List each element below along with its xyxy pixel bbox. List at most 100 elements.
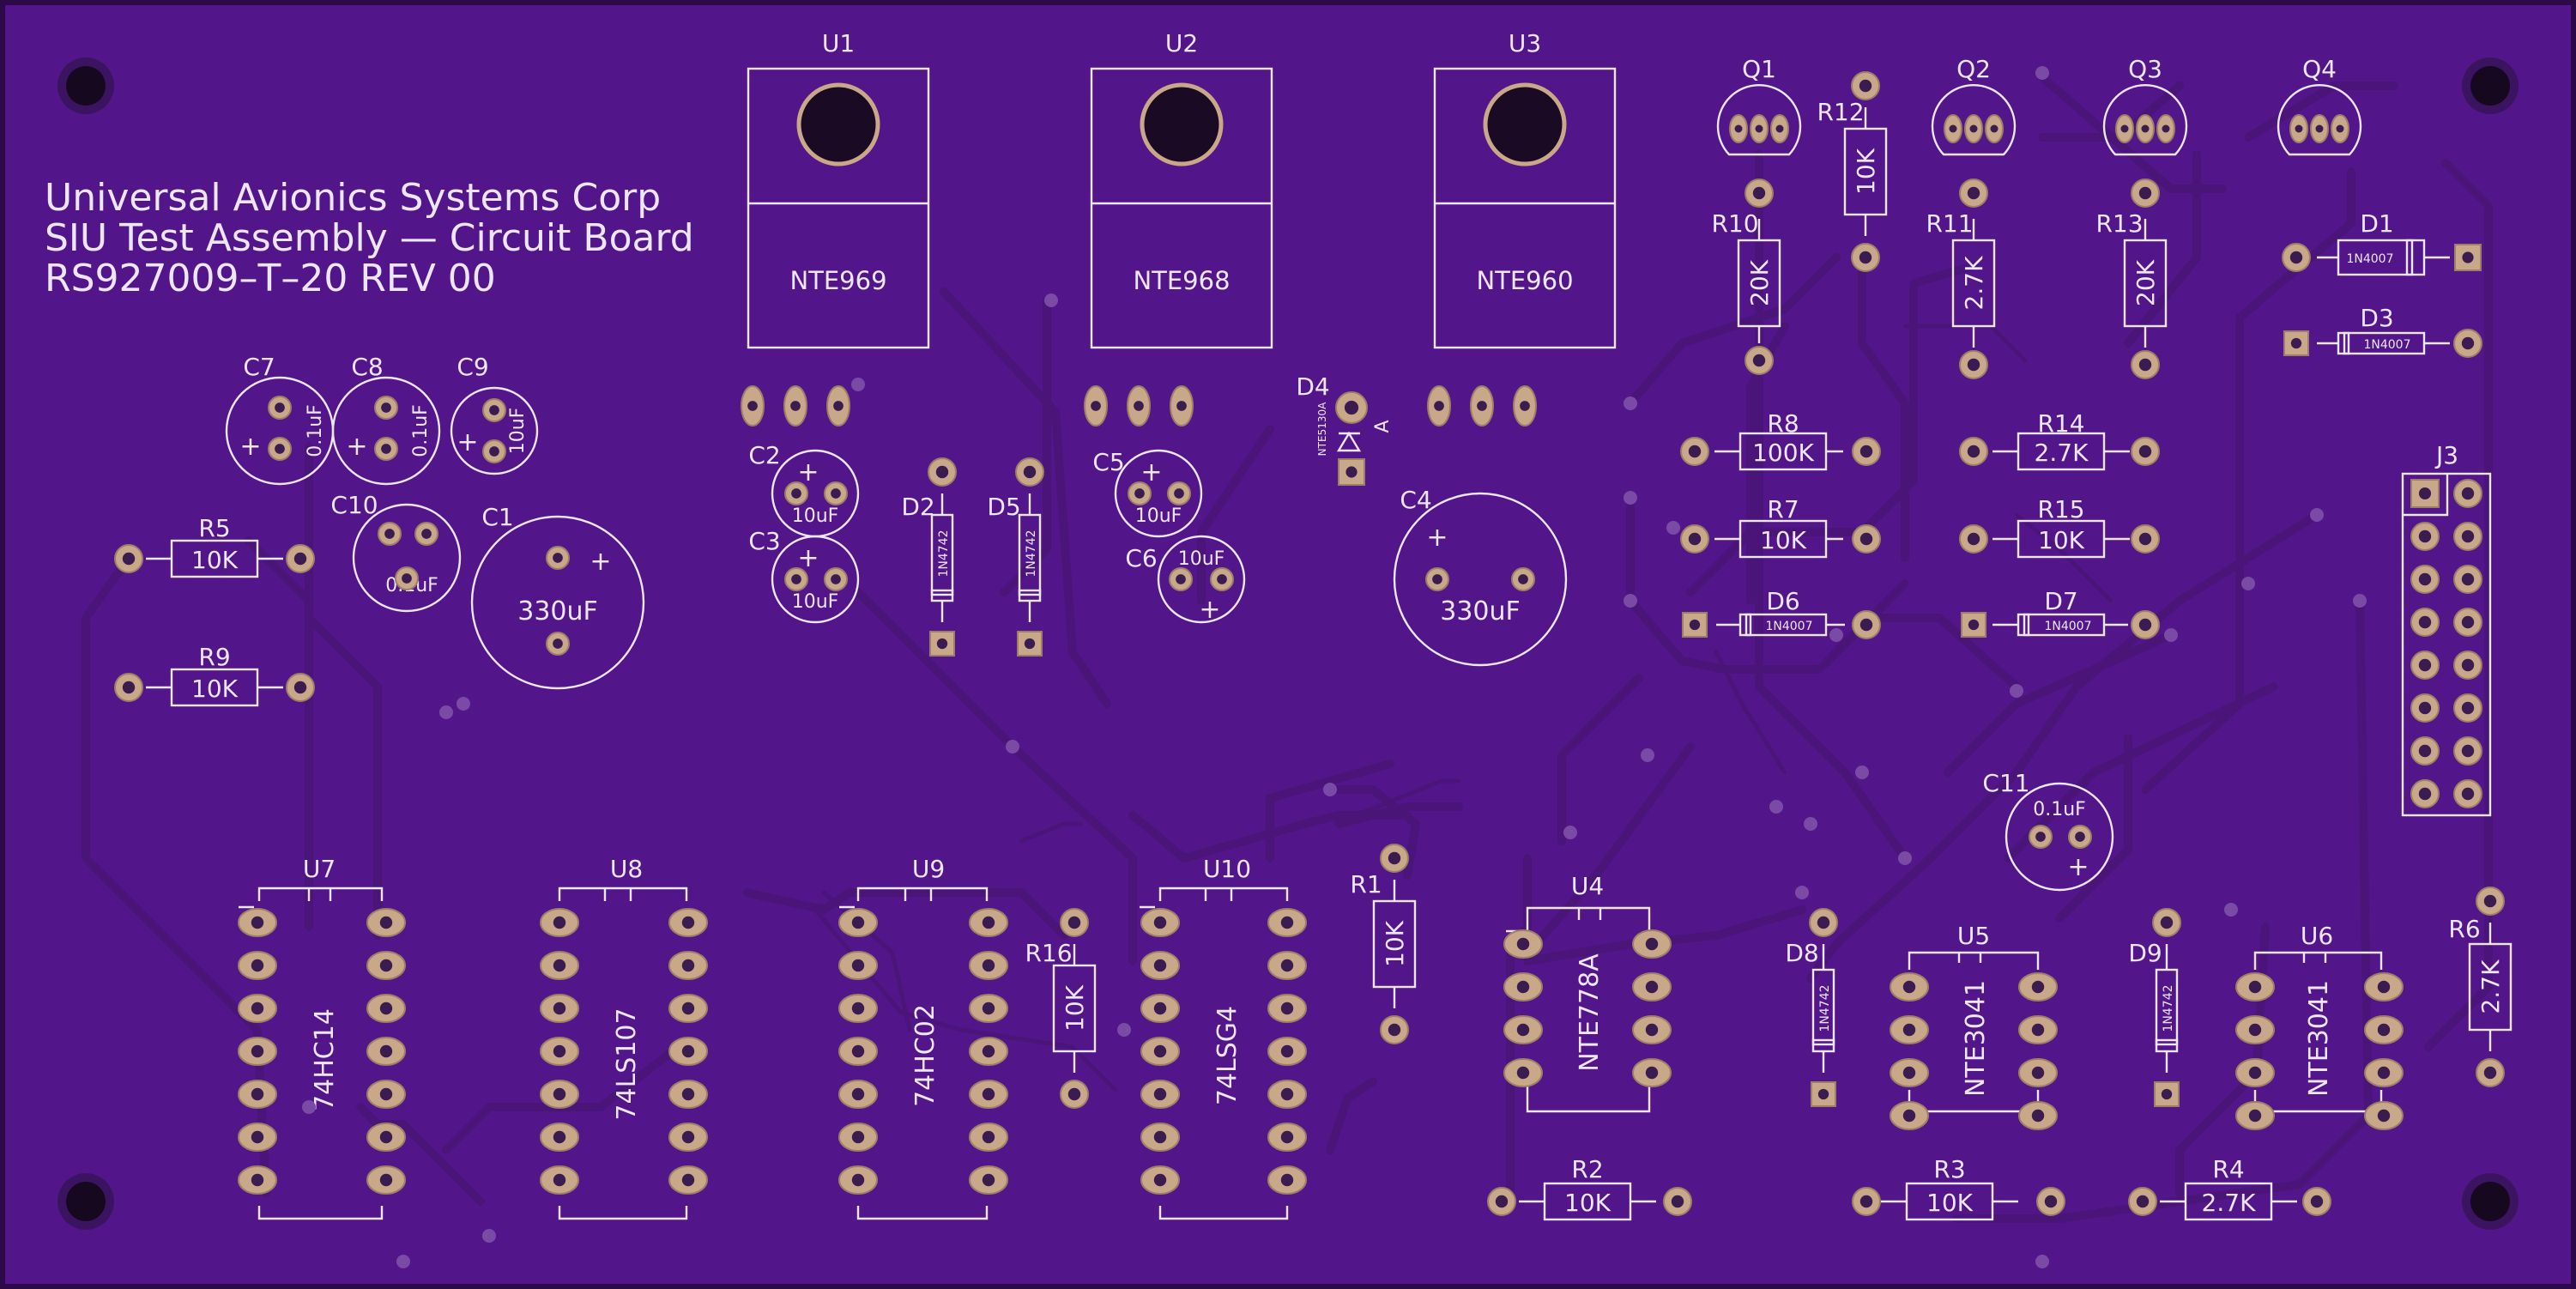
c9-polarity-mark: + (457, 427, 478, 457)
c7-ref-label: C7 (243, 353, 275, 381)
connector-j3[interactable]: J3 (2401, 441, 2492, 817)
via (2310, 508, 2324, 522)
resistor-r8[interactable]: R8 100K (1714, 409, 1843, 471)
resistor-r1[interactable]: R1 10K (1350, 870, 1417, 1008)
diode-d9[interactable]: D9 1N4742 (2128, 939, 2179, 1073)
pad-drill (936, 638, 948, 650)
resistor-r13[interactable]: R13 20K (2095, 209, 2168, 348)
c6-polarity-mark: + (1199, 595, 1220, 625)
pad-drill (2377, 1066, 2391, 1080)
pad-drill (2461, 787, 2475, 801)
pad-drill (2136, 1195, 2150, 1208)
regulator-u1[interactable]: U1 NTE969 (747, 29, 930, 349)
capacitor-c8[interactable]: C8 0.1uF + (331, 353, 441, 486)
regulator-u3[interactable]: U3 NTE960 (1433, 29, 1617, 349)
resistor-r2[interactable]: R2 10K (1519, 1155, 1656, 1221)
capacitor-c9[interactable]: C9 10uF + (450, 353, 539, 475)
c11-value-label: 0.1uF (2033, 799, 2086, 820)
ic-u9[interactable]: U9 74HC02 (839, 855, 989, 1220)
capacitor-c6[interactable]: C6 10uF + (1125, 535, 1246, 625)
resistor-r4[interactable]: R4 2.7K (2160, 1155, 2297, 1221)
via (851, 378, 865, 391)
resistor-r5[interactable]: R5 10K (146, 514, 283, 578)
resistor-r12[interactable]: R12 10K (1817, 98, 1888, 236)
resistor-r16[interactable]: R16 10K (1025, 939, 1097, 1073)
capacitor-c5[interactable]: C5 10uF + (1092, 448, 1203, 538)
resistor-r7[interactable]: R7 10K (1714, 495, 1843, 559)
ic-u8[interactable]: U8 74LS107 (558, 855, 688, 1220)
diode-d8[interactable]: D8 1N4742 (1785, 939, 1835, 1073)
c1-value-label: 330uF (517, 596, 598, 626)
r12-ref-label: R12 (1817, 98, 1864, 126)
pad-drill (2336, 124, 2344, 133)
regulator-u2[interactable]: U2 NTE968 (1090, 29, 1273, 349)
pad-drill (1153, 1002, 1167, 1015)
u1-tab-hole (796, 82, 880, 166)
u4-part-label: NTE778A (1575, 953, 1605, 1072)
u6-ref-label: U6 (2301, 922, 2333, 950)
capacitor-c7[interactable]: C7 0.1uF + (225, 353, 335, 486)
pad-drill (2289, 251, 2303, 264)
pad-drill (833, 401, 844, 411)
pad-drill (293, 552, 307, 566)
title-assembly: SIU Test Assembly — Circuit Board (45, 216, 694, 260)
resistor-r6[interactable]: R6 2.7K (2448, 915, 2513, 1051)
pad-drill (1688, 445, 1702, 458)
ic-u7[interactable]: U7 74HC14 (239, 855, 384, 1220)
pad-drill (790, 401, 801, 411)
ic-u5[interactable]: U5 NTE3041 (1908, 922, 2040, 1113)
resistor-r15[interactable]: R15 10K (1992, 495, 2130, 559)
resistor-r11[interactable]: R11 2.7K (1926, 209, 1996, 348)
r4-ref-label: R4 (2212, 1155, 2244, 1183)
diode-d5[interactable]: D5 1N4742 (987, 493, 1042, 622)
pad-drill (553, 638, 563, 649)
transistor-q1[interactable]: Q1 (1716, 55, 1802, 156)
ic-u4[interactable]: U4 NTE778A (1506, 872, 1651, 1113)
transistor-q3[interactable]: Q3 (2102, 55, 2188, 156)
capacitor-c1[interactable]: C1 330uF + (470, 503, 645, 690)
diode-d2[interactable]: D2 1N4742 (901, 493, 954, 622)
pad-drill (1134, 401, 1144, 411)
c8-value-label: 0.1uF (410, 404, 432, 457)
pad-drill (1752, 354, 1766, 367)
u3-ref-label: U3 (1509, 29, 1541, 57)
capacitor-c3[interactable]: C3 10uF + (748, 527, 860, 624)
diode-d7[interactable]: D7 1N4007 (1992, 587, 2128, 637)
title-block: Universal Avionics Systems Corp SIU Test… (45, 176, 694, 300)
diode-d3[interactable]: D3 1N4007 (2317, 304, 2450, 355)
r1-value-label: 10K (1381, 920, 1409, 967)
pad-drill (2138, 618, 2152, 632)
r3-ref-label: R3 (1933, 1155, 1965, 1183)
pad-drill (251, 959, 264, 972)
ic-u6[interactable]: U6 NTE3041 (2253, 922, 2383, 1113)
capacitor-c2[interactable]: C2 10uF + (748, 441, 860, 538)
pad-drill (251, 1044, 264, 1058)
pad-drill (1432, 574, 1442, 584)
resistor-r3[interactable]: R3 10K (1881, 1155, 2018, 1221)
capacitor-c4[interactable]: C4 330uF + (1393, 486, 1568, 667)
c8-polarity-mark: + (346, 432, 367, 462)
pad-drill (1280, 916, 1294, 929)
d1-ref-label: D1 (2360, 209, 2393, 238)
r7-value-label: 10K (1760, 526, 1807, 554)
capacitor-c11[interactable]: C11 0.1uF + (1982, 769, 2114, 892)
transistor-q2[interactable]: Q2 (1931, 55, 2017, 156)
pad-drill (1734, 124, 1743, 133)
c5-polarity-mark: + (1140, 457, 1162, 487)
pad-drill (553, 1087, 566, 1101)
diode-d1[interactable]: D1 1N4007 (2317, 209, 2450, 276)
ic-u10[interactable]: U10 74LSG4 (1140, 855, 1289, 1220)
resistor-r10[interactable]: R10 20K (1711, 209, 1781, 343)
via (1898, 851, 1912, 865)
diode-d6[interactable]: D6 1N4007 (1716, 587, 1845, 637)
pad-drill (1345, 466, 1358, 478)
resistor-r14[interactable]: R14 2.7K (1992, 409, 2130, 471)
pad-drill (2377, 1023, 2391, 1037)
u9-part-label: 74HC02 (910, 1004, 940, 1107)
transistor-q4[interactable]: Q4 (2277, 55, 2362, 156)
resistor-r9[interactable]: R9 10K (146, 643, 283, 707)
via (1006, 740, 1019, 753)
diode-d4[interactable]: D4 NTE5130A A (1296, 372, 1394, 456)
pad-drill (982, 1130, 995, 1144)
pad-drill (553, 1002, 566, 1015)
